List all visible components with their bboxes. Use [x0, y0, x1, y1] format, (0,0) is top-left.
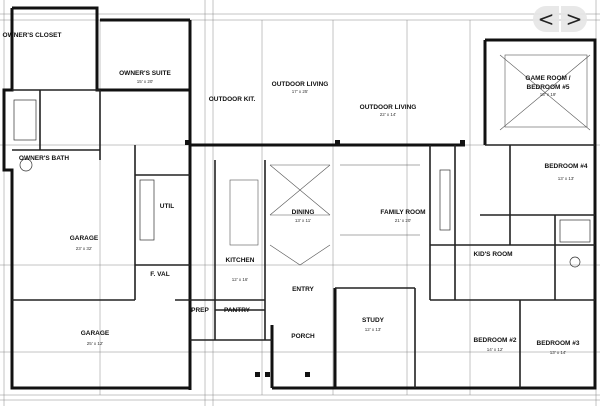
room-label-dining: DINING: [292, 209, 315, 216]
room-label-pantry: PANTRY: [224, 307, 251, 314]
room-label-family-room: FAMILY ROOM: [380, 209, 425, 216]
room-label-kids-room: KID'S ROOM: [473, 251, 512, 258]
ceiling-lines: [229, 54, 591, 266]
room-label-bedroom-5: BEDROOM #5: [527, 84, 570, 91]
dim-garage-upper: 23' x 32': [76, 246, 93, 251]
room-label-bedroom-4: BEDROOM #4: [545, 163, 588, 170]
room-label-outdoor-living-2: OUTDOOR LIVING: [360, 104, 417, 111]
room-label-owners-bath: OWNER'S BATH: [19, 155, 69, 162]
room-label-porch: PORCH: [291, 333, 315, 340]
dim-bedroom-4: 13' x 13': [558, 176, 575, 181]
dim-outdoor-living-1: 17' x 25': [292, 89, 309, 94]
dim-study: 12' x 13': [365, 327, 382, 332]
dim-game-room: 18' x 19': [540, 92, 557, 97]
chevron-left-icon: <: [537, 7, 555, 31]
room-label-util: UTIL: [160, 203, 174, 210]
room-label-kitchen: KITCHEN: [226, 257, 255, 264]
room-label-garage-upper: GARAGE: [70, 235, 99, 242]
room-label-bedroom-2: BEDROOM #2: [474, 337, 517, 344]
room-label-owners-suite: OWNER'S SUITE: [119, 70, 171, 77]
room-label-prep: PREP: [191, 307, 209, 314]
next-image-button[interactable]: >: [561, 6, 587, 32]
fixtures: [13, 99, 591, 268]
room-label-owners-closet: OWNER'S CLOSET: [3, 32, 62, 39]
dim-bedroom-2: 14' x 12': [487, 347, 504, 352]
dim-family-room: 21' x 20': [395, 218, 412, 223]
dim-owners-suite: 15' x 20': [137, 79, 154, 84]
room-label-outdoor-kit: OUTDOOR KIT.: [209, 96, 256, 103]
room-label-entry: ENTRY: [292, 286, 314, 293]
room-label-f-val: F. VAL: [150, 271, 169, 278]
room-label-game-room: GAME ROOM /: [525, 75, 570, 82]
room-label-bedroom-3: BEDROOM #3: [537, 340, 580, 347]
dim-kitchen: 12' x 16': [232, 277, 249, 282]
room-label-garage-lower: GARAGE: [81, 330, 110, 337]
room-label-study: STUDY: [362, 317, 385, 324]
dim-outdoor-living-2: 22' x 14': [380, 112, 397, 117]
dim-dining: 13' x 11': [295, 218, 311, 223]
chevron-right-icon: >: [565, 7, 583, 31]
dim-bedroom-3: 13' x 14': [550, 350, 567, 355]
room-label-outdoor-living-1: OUTDOOR LIVING: [272, 81, 329, 88]
porch-columns: [185, 140, 465, 377]
interior-walls: [12, 89, 595, 388]
dim-garage-lower: 25' x 12': [87, 341, 104, 346]
exterior-walls: [2, 6, 597, 390]
previous-image-button[interactable]: <: [533, 6, 559, 32]
